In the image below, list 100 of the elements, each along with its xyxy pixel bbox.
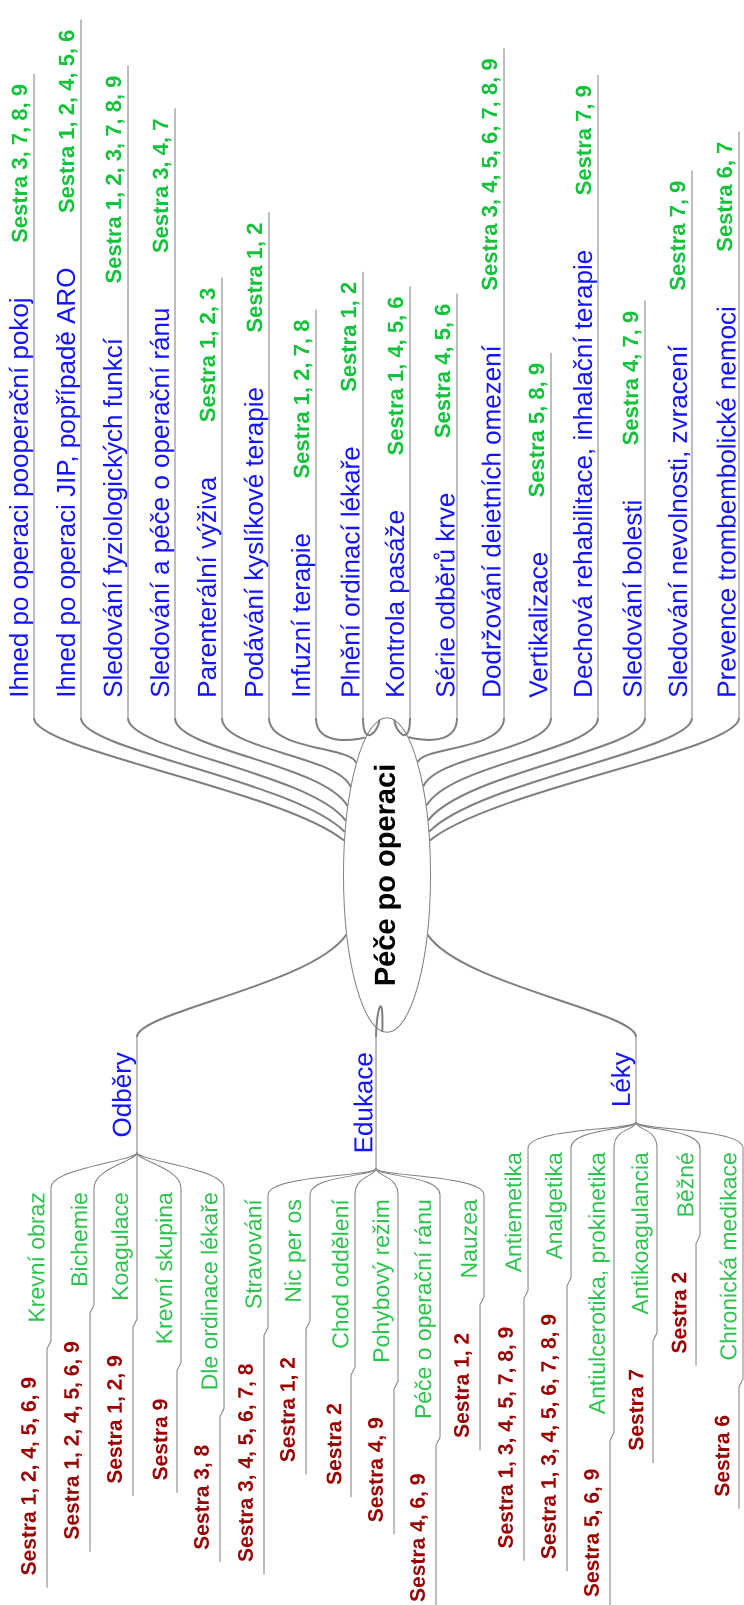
nurse-label: Sestra 5, 6, 9 — [584, 1469, 602, 1597]
nurse-label: Sestra 3, 7, 8, 9 — [11, 84, 31, 243]
item-label: Dle ordinace lékaře — [200, 1193, 218, 1389]
branch-connector — [635, 1121, 658, 1464]
branch-connector — [305, 1168, 377, 1475]
nurse-label: Sestra 7, 9 — [669, 181, 689, 291]
nurse-label: Sestra 7 — [628, 1369, 644, 1451]
nurse-label: Sestra 1, 4, 5, 6 — [387, 297, 407, 455]
branch-label: Série odběrů krve — [433, 493, 455, 697]
item-label: Péče o operační ránu — [414, 1200, 436, 1418]
category-label: Léky — [610, 1052, 636, 1105]
branch-label: Prevence trombembolické nemoci — [716, 308, 736, 696]
branch-connector — [428, 717, 740, 842]
branch-connector — [393, 717, 411, 737]
nurse-label: Sestra 1, 3, 4, 5, 6, 7, 8, 9 — [541, 1314, 559, 1559]
branch-connector — [174, 717, 349, 807]
branch-connector — [609, 1121, 637, 1605]
nurse-label: Sestra 3, 4, 5, 6, 7, 8, 9 — [481, 59, 501, 291]
branch-connector — [375, 1005, 384, 1038]
item-label: Nauzea — [461, 1199, 478, 1277]
nurse-label: Sestra 4, 5, 6 — [434, 304, 454, 438]
item-label: Krevní skupina — [155, 1192, 177, 1343]
branch-label: Podávání kyslíkové terapie — [243, 388, 269, 696]
branch-connector — [427, 717, 646, 822]
branch-connector — [132, 1152, 138, 1497]
nurse-label: Sestra 9 — [152, 1399, 168, 1480]
branch-label: Kontrola pasáže — [384, 511, 410, 696]
branch-label: Vertikalizace — [528, 553, 548, 698]
branch-connector — [375, 1168, 441, 1605]
item-label: Koagulace — [111, 1193, 133, 1299]
branch-label: Ihned po operaci JIP, popřípadě ARO — [55, 268, 81, 696]
branch-label: Dodržování deietních omezení — [481, 345, 501, 696]
branch-connector — [566, 1121, 637, 1572]
nurse-label: Sestra 4, 6, 9 — [410, 1474, 428, 1602]
branch-connector — [136, 1152, 225, 1563]
item-label: Antiemetika — [504, 1152, 522, 1273]
item-label: Krevní obraz — [27, 1193, 45, 1321]
branch-connector — [422, 717, 552, 788]
branch-connector — [33, 717, 346, 842]
nurse-label: Sestra 1, 2 — [246, 223, 266, 332]
nurse-label: Sestra 5, 8, 9 — [528, 363, 548, 497]
nurse-label: Sestra 1, 2 — [280, 1358, 298, 1462]
branch-connector — [375, 1168, 399, 1535]
nurse-label: Sestra 1, 2, 9 — [107, 1356, 125, 1484]
nurse-label: Sestra 1, 3, 4, 5, 7, 8, 9 — [498, 1327, 516, 1548]
branch-connector — [221, 717, 352, 788]
branch-connector — [136, 933, 348, 1038]
branch-label: Dechová rehabilitace, inhalační terapie — [572, 251, 598, 696]
item-label: Chronická medikace — [719, 1153, 737, 1360]
branch-connector — [375, 1168, 485, 1451]
nurse-label: Sestra 1, 2 — [454, 1333, 472, 1438]
category-label: Edukace — [353, 1053, 373, 1152]
nurse-label: Sestra 6 — [714, 1415, 730, 1497]
branch-connector — [362, 717, 381, 737]
branch-connector — [263, 1168, 377, 1575]
nurse-label: Sestra 1, 2, 3, 7, 8, 9 — [105, 76, 125, 283]
nurse-label: Sestra 3, 4, 5, 6, 7, 8 — [238, 1364, 256, 1562]
branch-label: Sledování fyziologických funkcí — [102, 338, 128, 697]
branch-connector — [523, 1121, 637, 1562]
item-label: Běžné — [676, 1153, 694, 1216]
branch-connector — [425, 717, 599, 807]
item-label: Antiulcerotika, prokinetika — [588, 1152, 610, 1415]
branch-connector — [635, 1121, 701, 1367]
item-label: Nic per os — [284, 1200, 306, 1301]
branch-connector — [635, 1121, 744, 1510]
nurse-label: Sestra 4, 7, 9 — [622, 311, 642, 445]
item-label: Bichemie — [70, 1193, 88, 1285]
nurse-label: Sestra 1, 2, 4, 5, 6, 9 — [21, 1377, 39, 1575]
nurse-label: Sestra 4, 9 — [368, 1418, 386, 1522]
branch-label: Ihned po operaci pooperační pokoj — [8, 299, 34, 696]
branch-connector — [426, 933, 637, 1038]
item-label: Pohybový režim — [372, 1200, 394, 1361]
branch-label: Sledování nevolnosti, zvracení — [667, 345, 691, 697]
branch-connector — [136, 1152, 182, 1494]
nurse-label: Sestra 1, 2 — [340, 282, 360, 392]
item-label: Stravování — [244, 1199, 262, 1309]
item-label: Analgetika — [545, 1152, 567, 1260]
nurse-label: Sestra 1, 2, 4, 5, 6 — [58, 30, 78, 213]
branch-connector — [80, 717, 346, 833]
nurse-label: Sestra 3, 8 — [194, 1445, 212, 1550]
branch-label: Sledování bolesti — [622, 501, 642, 697]
branch-label: Parenterální výživa — [196, 476, 222, 696]
branch-connector — [407, 717, 458, 741]
branch-connector — [416, 717, 505, 764]
nurse-label: Sestra 3, 4, 7 — [152, 119, 172, 253]
branch-connector — [315, 717, 367, 742]
nurse-label: Sestra 2 — [326, 1404, 342, 1485]
nurse-label: Sestra 1, 2, 3 — [199, 288, 219, 422]
branch-connector — [127, 717, 347, 822]
nurse-label: Sestra 1, 2, 7, 8 — [293, 320, 313, 478]
branch-label: Plnění ordinací lékaře — [340, 447, 360, 696]
branch-label: Infuzní terapie — [290, 534, 316, 696]
branch-connector — [46, 1152, 138, 1589]
nurse-label: Sestra 7, 9 — [575, 86, 595, 195]
branch-connector — [428, 717, 693, 833]
branch-label: Sledování a péče o operační ránu — [149, 309, 175, 697]
item-label: Chod oddělení — [331, 1199, 349, 1348]
category-label: Odběry — [111, 1052, 137, 1137]
nurse-label: Sestra 1, 2, 4, 5, 6, 9 — [64, 1342, 82, 1540]
branch-connector — [89, 1152, 138, 1553]
